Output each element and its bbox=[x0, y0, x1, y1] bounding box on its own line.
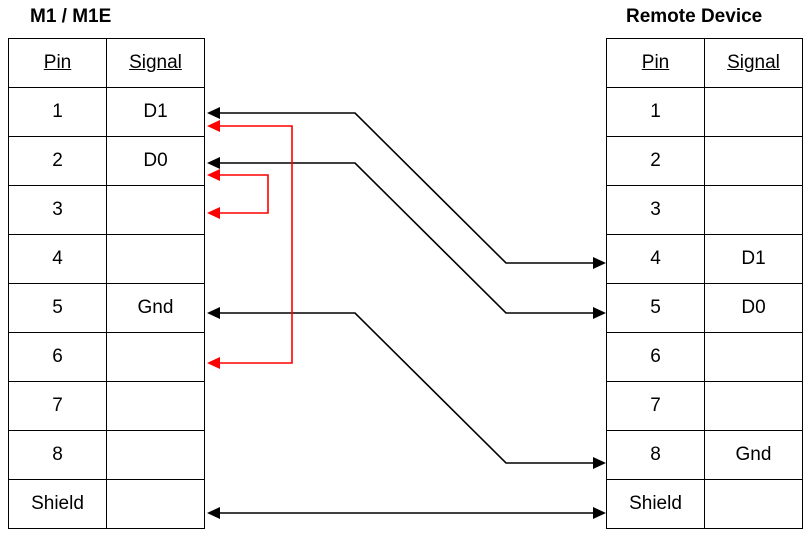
signal-cell bbox=[106, 381, 205, 431]
connection-wire bbox=[220, 112, 593, 264]
pin-cell: 7 bbox=[8, 381, 107, 431]
connection-wire bbox=[220, 312, 593, 464]
pin-cell: Shield bbox=[8, 479, 107, 529]
pin-row: 6 bbox=[8, 332, 205, 382]
pin-row: Shield bbox=[8, 479, 205, 529]
arrowhead-icon bbox=[207, 207, 220, 219]
pin-row: 1 bbox=[606, 87, 803, 137]
arrowhead-icon bbox=[207, 357, 220, 369]
signal-cell: D0 bbox=[704, 283, 803, 333]
arrowhead-icon bbox=[593, 457, 606, 469]
pin-cell: 6 bbox=[8, 332, 107, 382]
pin-row: 4 bbox=[8, 234, 205, 284]
arrowhead-icon bbox=[593, 507, 606, 519]
pin-row: 3 bbox=[8, 185, 205, 235]
pin-row: Shield bbox=[606, 479, 803, 529]
arrowhead-icon bbox=[207, 157, 220, 169]
connection-wire bbox=[220, 162, 593, 314]
right-device-title: Remote Device bbox=[626, 6, 763, 27]
pin-cell: 8 bbox=[606, 430, 705, 480]
signal-cell bbox=[704, 479, 803, 529]
pin-cell: 3 bbox=[8, 185, 107, 235]
pin-cell: 2 bbox=[606, 136, 705, 186]
pin-header: Pin bbox=[8, 38, 107, 88]
signal-cell: D1 bbox=[106, 87, 205, 137]
pin-row: 7 bbox=[8, 381, 205, 431]
header-row: Pin Signal bbox=[606, 38, 803, 88]
arrowhead-icon bbox=[207, 107, 220, 119]
pin-cell: Shield bbox=[606, 479, 705, 529]
pin-row: 3 bbox=[606, 185, 803, 235]
arrowhead-icon bbox=[593, 257, 606, 269]
pin-cell: 6 bbox=[606, 332, 705, 382]
loopback-jumper bbox=[220, 125, 293, 364]
loopback-jumper bbox=[220, 174, 269, 214]
signal-cell bbox=[106, 479, 205, 529]
pin-cell: 3 bbox=[606, 185, 705, 235]
arrowhead-icon bbox=[207, 507, 220, 519]
signal-cell bbox=[704, 185, 803, 235]
arrowhead-icon bbox=[207, 120, 220, 132]
header-row: Pin Signal bbox=[8, 38, 205, 88]
signal-cell: D0 bbox=[106, 136, 205, 186]
left-device-title: M1 / M1E bbox=[30, 6, 112, 27]
pin-row: 6 bbox=[606, 332, 803, 382]
pin-cell: 1 bbox=[606, 87, 705, 137]
pin-cell: 2 bbox=[8, 136, 107, 186]
pin-cell: 4 bbox=[8, 234, 107, 284]
arrowhead-icon bbox=[207, 169, 220, 181]
signal-cell bbox=[704, 87, 803, 137]
signal-cell bbox=[106, 234, 205, 284]
arrowhead-icon bbox=[593, 307, 606, 319]
arrowhead-icon bbox=[207, 307, 220, 319]
pin-cell: 5 bbox=[8, 283, 107, 333]
signal-cell bbox=[106, 332, 205, 382]
